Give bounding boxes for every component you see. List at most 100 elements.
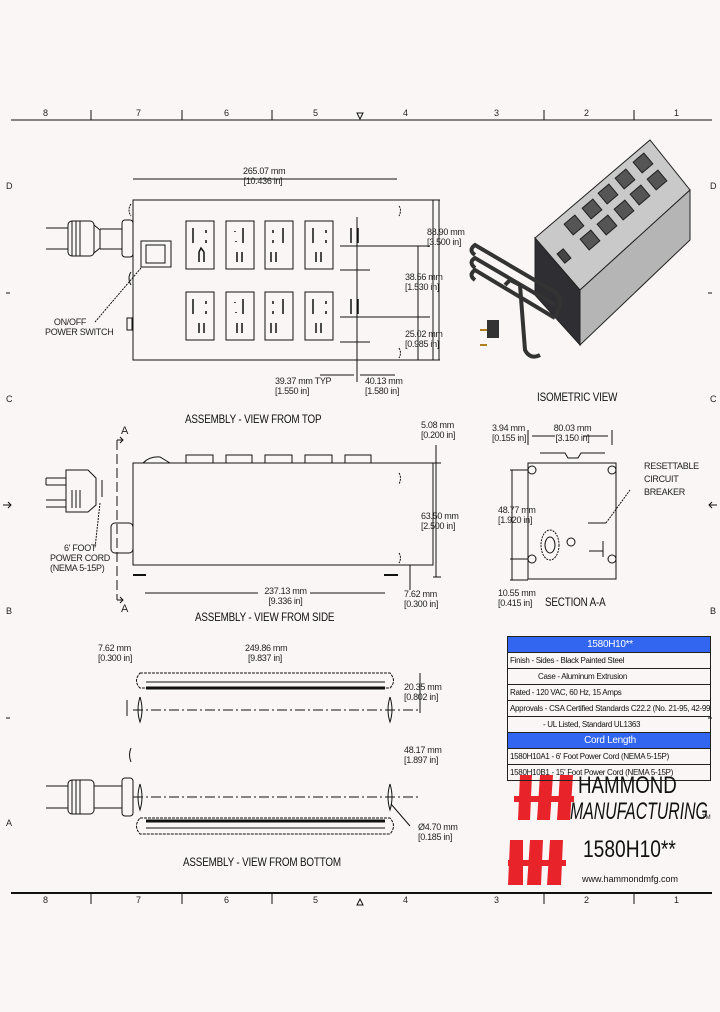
trademark: TM	[702, 815, 711, 821]
row-label: B	[6, 606, 12, 616]
row-label: D	[6, 181, 13, 191]
top-view-drawing	[46, 178, 440, 382]
switch-callout: ON/OFF	[53, 317, 87, 327]
spec-row: Rated - 120 VAC, 60 Hz, 15 Amps	[508, 685, 710, 701]
dim-hole-in: [0.185 in]	[418, 832, 453, 842]
dim-foot-in: [0.300 in]	[404, 599, 439, 609]
isometric-drawing	[469, 139, 691, 359]
dim-side-length-in: [9.336 in]	[268, 596, 303, 606]
frame-border	[11, 119, 712, 894]
column-label: 4	[403, 108, 408, 118]
breaker-callout: BREAKER	[644, 487, 685, 497]
dim-bottom-b-in: [1.897 in]	[404, 755, 439, 765]
bottom-view-title: ASSEMBLY - VIEW FROM BOTTOM	[183, 855, 341, 869]
website-link[interactable]: www.hammondmfg.com	[582, 874, 679, 884]
cord-callout: POWER CORD	[50, 553, 111, 563]
dim-bottom-a: 20.35 mm	[404, 682, 442, 692]
dim-side-height: 63.50 mm	[421, 511, 459, 521]
side-view-drawing	[45, 436, 441, 604]
dim-section-width: 80.03 mm	[553, 423, 592, 433]
column-label: 3	[494, 108, 499, 118]
dim-section-bottom: 10.55 mm	[498, 588, 536, 598]
dim-hole: Ø4.70 mm	[418, 822, 458, 832]
dim-pitch: 39.37 mm TYP	[275, 376, 332, 386]
dim-section-height: 48.77 mm	[498, 505, 536, 515]
dim-section-edge: 3.94 mm	[492, 423, 525, 433]
spec-table-header: 1580H10**	[508, 637, 710, 653]
column-label: 1	[674, 108, 679, 118]
spec-row: Approvals - CSA Certified Standards C22.…	[508, 701, 710, 717]
column-label: 1	[674, 895, 679, 905]
dim-top-in: [0.200 in]	[421, 430, 456, 440]
column-label: 8	[43, 895, 48, 905]
switch-callout: POWER SWITCH	[45, 327, 114, 337]
column-label: 6	[224, 895, 229, 905]
isometric-title: ISOMETRIC VIEW	[537, 390, 618, 404]
column-label: 6	[224, 108, 229, 118]
bottom-view-drawing	[46, 672, 421, 835]
cord-row: 1580H10B1 - 15' Foot Power Cord (NEMA 5-…	[510, 768, 674, 777]
section-marker: A	[121, 603, 129, 615]
column-label: 2	[584, 895, 589, 905]
column-label: 4	[403, 895, 408, 905]
section-marker: A	[121, 425, 129, 437]
row-label: C	[710, 394, 717, 404]
column-ticks	[6, 110, 712, 904]
dim-section-edge-in: [0.155 in]	[492, 433, 527, 443]
column-label: 8	[43, 108, 48, 118]
part-number: 1580H10**	[583, 836, 676, 863]
row-label: B	[710, 606, 716, 616]
column-label: 3	[494, 895, 499, 905]
dim-top: 5.08 mm	[421, 420, 454, 430]
brand-name: HAMMOND	[578, 772, 677, 799]
cord-length-header: Cord Length	[508, 733, 710, 749]
top-view-title: ASSEMBLY - VIEW FROM TOP	[185, 412, 322, 426]
dim-section-bottom-in: [0.415 in]	[498, 598, 533, 608]
dim-row-spacing-in: [1.530 in]	[405, 282, 440, 292]
dim-bottom-left-in: [0.300 in]	[98, 653, 133, 663]
dim-edge-in: [0.985 in]	[405, 339, 440, 349]
hammond-logo-icon	[508, 775, 574, 885]
dim-row-spacing: 38.56 mm	[405, 272, 443, 282]
dim-bottom-left: 7.62 mm	[98, 643, 131, 653]
cord-callout: 6' FOOT	[64, 543, 97, 553]
breaker-callout: RESETTABLE	[644, 461, 699, 471]
dim-bottom-length: 249.86 mm	[245, 643, 288, 653]
spec-row: - UL Listed, Standard UL1363	[508, 717, 710, 733]
column-label: 7	[136, 108, 141, 118]
spec-row: Case - Aluminum Extrusion	[508, 669, 710, 685]
dim-end-in: [1.580 in]	[365, 386, 400, 396]
column-label: 5	[313, 895, 318, 905]
row-label: A	[6, 818, 12, 828]
side-view-title: ASSEMBLY - VIEW FROM SIDE	[195, 610, 335, 624]
column-label: 2	[584, 108, 589, 118]
center-markers	[3, 112, 717, 906]
column-label: 5	[313, 108, 318, 118]
breaker-callout: CIRCUIT	[644, 474, 679, 484]
dim-edge: 25.02 mm	[405, 329, 443, 339]
dim-bottom-b: 48.17 mm	[404, 745, 442, 755]
dim-pitch-in: [1.550 in]	[275, 386, 310, 396]
cord-row: 1580H10A1 - 6' Foot Power Cord (NEMA 5-1…	[508, 749, 710, 765]
dim-end: 40.13 mm	[365, 376, 403, 386]
dim-bottom-a-in: [0.802 in]	[404, 692, 439, 702]
dim-overall-length: 265.07 mm	[243, 166, 286, 176]
section-view-drawing	[510, 430, 631, 581]
dim-bottom-length-in: [9.837 in]	[247, 653, 283, 663]
dim-side-height-in: [2.500 in]	[421, 521, 456, 531]
dim-side-length: 237.13 mm	[264, 586, 307, 596]
dim-section-height-in: [1.920 in]	[498, 515, 533, 525]
dim-foot: 7.62 mm	[404, 589, 437, 599]
row-label: D	[710, 181, 717, 191]
dim-overall-length-in: [10.436 in]	[243, 176, 283, 186]
row-label: C	[6, 394, 13, 404]
cord-callout: (NEMA 5-15P)	[50, 563, 105, 573]
column-label: 7	[136, 895, 141, 905]
section-title: SECTION A-A	[545, 595, 606, 609]
brand-subtitle: MANUFACTURING	[570, 798, 708, 825]
dim-height-in: [3.500 in]	[427, 237, 462, 247]
dim-height: 88.90 mm	[427, 227, 465, 237]
dim-section-width-in: [3.150 in]	[555, 433, 590, 443]
spec-table: 1580H10** Finish - Sides - Black Painted…	[507, 636, 711, 781]
